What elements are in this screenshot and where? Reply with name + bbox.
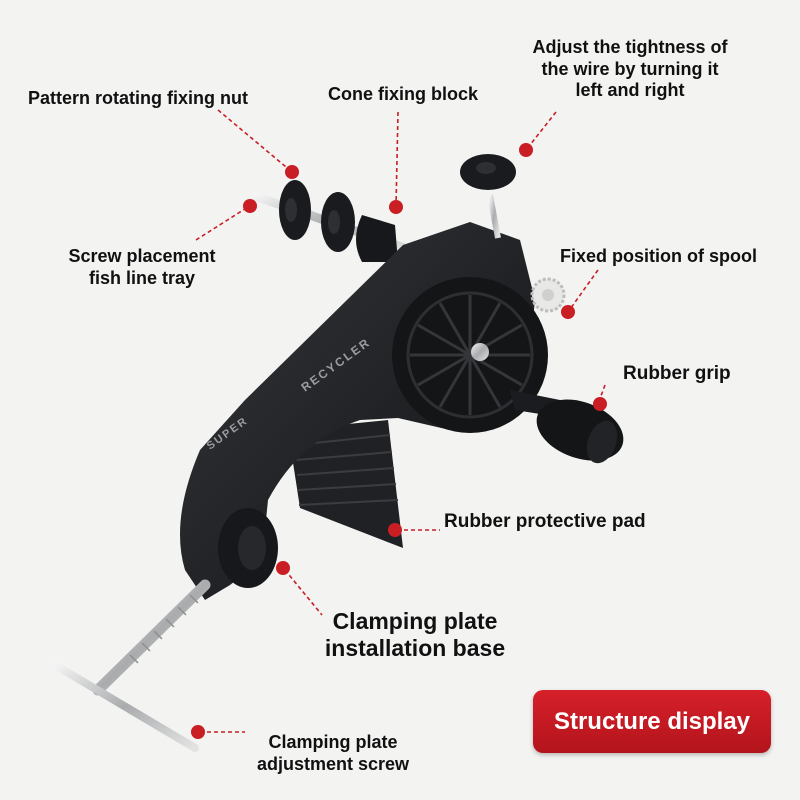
label-screw-tray: Screw placement fish line tray xyxy=(52,246,232,289)
pattern-nut-2 xyxy=(321,192,355,252)
label-protective-pad: Rubber protective pad xyxy=(444,511,646,532)
rubber-grip xyxy=(536,399,624,464)
label-adjust-line-1: Adjust the tightness of xyxy=(532,37,728,57)
tension-knob xyxy=(460,154,516,190)
spool-wheel xyxy=(392,277,548,433)
label-clamp-base-line-2: installation base xyxy=(324,635,506,662)
label-cone-block: Cone fixing block xyxy=(328,84,479,104)
label-clamp-screw-line-2: adjustment screw xyxy=(256,753,410,774)
label-rubber-grip: Rubber grip xyxy=(623,363,731,384)
structure-display-badge: Structure display xyxy=(533,690,771,753)
leader-lines xyxy=(195,109,606,733)
label-adjust-tightness: Adjust the tightness of the wire by turn… xyxy=(515,37,745,102)
clamp-adjustment-screw xyxy=(51,579,211,752)
label-clamp-base-line-1: Clamping plate xyxy=(332,608,498,634)
spool-gear xyxy=(530,277,566,313)
label-spool-position: Fixed position of spool xyxy=(560,246,757,266)
rubber-protective-pad xyxy=(288,420,403,548)
label-adjust-line-2: the wire by turning it xyxy=(541,58,719,79)
label-clamp-base: Clamping plate installation base xyxy=(317,608,513,662)
label-screw-line-1: Screw placement xyxy=(68,246,216,266)
label-screw-line-2: fish line tray xyxy=(88,267,196,288)
leader-dots xyxy=(191,143,607,739)
label-adjust-line-3: left and right xyxy=(575,80,685,101)
label-clamp-screw: Clamping plate adjustment screw xyxy=(238,732,428,775)
label-pattern-nut: Pattern rotating fixing nut xyxy=(28,88,248,108)
label-clamp-screw-line-1: Clamping plate xyxy=(268,732,398,752)
cone-block xyxy=(356,215,398,262)
pattern-nut-1 xyxy=(279,180,311,240)
